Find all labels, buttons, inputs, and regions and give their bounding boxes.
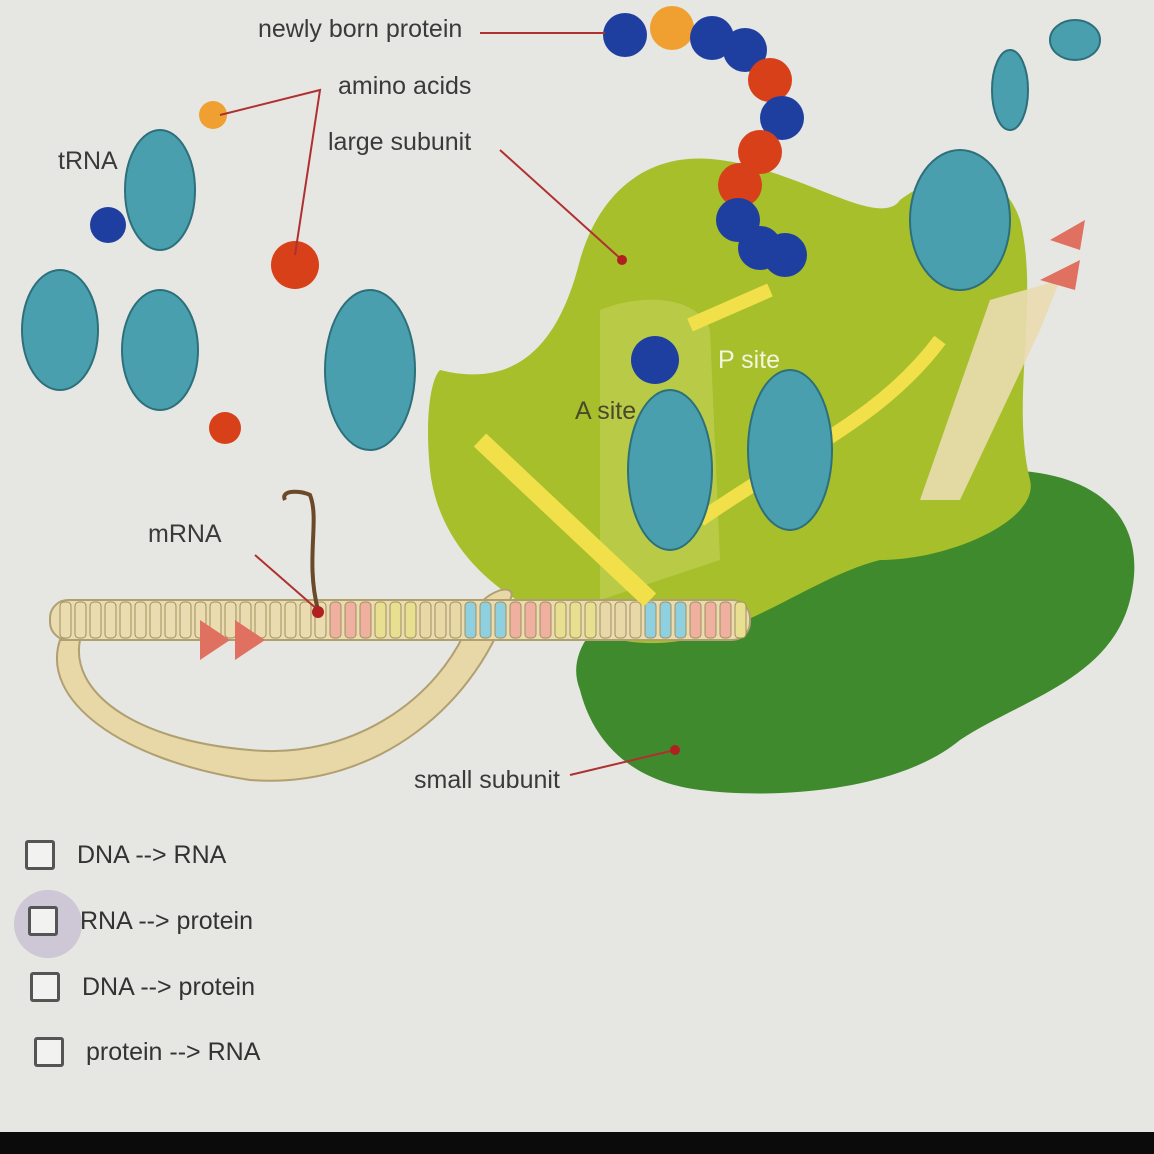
codon-base: [614, 601, 627, 639]
codon-base: [134, 601, 147, 639]
option-protein-rna[interactable]: protein --> RNA: [34, 1037, 260, 1067]
label-amino-acids: amino acids: [338, 72, 472, 100]
option-dna-protein[interactable]: DNA --> protein: [30, 972, 255, 1002]
codon-base: [599, 601, 612, 639]
codon-base: [329, 601, 342, 639]
screen-bezel: [0, 1132, 1154, 1154]
codon-base: [494, 601, 507, 639]
codon-base: [254, 601, 267, 639]
codon-base: [269, 601, 282, 639]
option-rna-protein[interactable]: RNA --> protein: [14, 890, 253, 958]
codon-base: [224, 601, 237, 639]
codon-base: [59, 601, 72, 639]
translation-diagram: [21, 6, 1135, 794]
trna-molecules: [21, 19, 1101, 551]
label-mrna: mRNA: [148, 520, 222, 548]
codon-base: [359, 601, 372, 639]
protein-chain: [603, 6, 807, 277]
codon-base: [539, 601, 552, 639]
option-label: RNA --> protein: [80, 906, 253, 935]
codon-base: [434, 601, 447, 639]
amino-acid: [718, 163, 762, 207]
codon-base: [344, 601, 357, 639]
codon-base: [719, 601, 732, 639]
codon-base: [569, 601, 582, 639]
label-p-site: P site: [718, 346, 781, 374]
label-large-subunit: large subunit: [328, 128, 472, 156]
amino-acid: [760, 96, 804, 140]
trna-exit-arrow: [695, 335, 946, 526]
checkbox[interactable]: [25, 840, 55, 870]
amino-acid: [690, 16, 734, 60]
codon-base: [674, 601, 687, 639]
checkbox[interactable]: [34, 1037, 64, 1067]
codon-base: [554, 601, 567, 639]
checkbox[interactable]: [28, 906, 58, 936]
amino-acid: [650, 6, 694, 50]
amino-acid: [738, 130, 782, 174]
amino-acid: [603, 13, 647, 57]
mrna-strand: [55, 588, 513, 782]
codon-base: [419, 601, 432, 639]
codon-base: [374, 601, 387, 639]
label-newly-born-protein: newly born protein: [258, 15, 463, 43]
codon-base: [179, 601, 192, 639]
codon-base: [299, 601, 312, 639]
codon-base: [404, 601, 417, 639]
amino-acid: [723, 28, 767, 72]
label-small-subunit: small subunit: [414, 766, 560, 794]
codon-base: [464, 601, 477, 639]
codon-base: [164, 601, 177, 639]
codon-base: [509, 601, 522, 639]
codon-base: [704, 601, 717, 639]
option-label: DNA --> protein: [82, 972, 255, 1001]
codon-base: [449, 601, 462, 639]
trna-entry-arrow: [473, 433, 657, 607]
option-dna-rna[interactable]: DNA --> RNA: [25, 840, 226, 870]
codon-base: [104, 601, 117, 639]
mrna-codons: [59, 601, 747, 639]
codon-base: [479, 601, 492, 639]
codon-base: [389, 601, 402, 639]
codon-base: [524, 601, 537, 639]
codon-base: [689, 601, 702, 639]
codon-base: [284, 601, 297, 639]
codon-base: [584, 601, 597, 639]
option-label: protein --> RNA: [86, 1037, 261, 1066]
option-label: DNA --> RNA: [77, 840, 227, 869]
codon-base: [629, 601, 642, 639]
codon-base: [74, 601, 87, 639]
amino-acid: [763, 233, 807, 277]
codon-base: [734, 601, 747, 639]
codon-base: [659, 601, 672, 639]
amino-acid: [748, 58, 792, 102]
label-trna: tRNA: [58, 147, 118, 175]
codon-base: [89, 601, 102, 639]
small-subunit-shape: [576, 470, 1135, 794]
codon-base: [149, 601, 162, 639]
codon-base: [644, 601, 657, 639]
checkbox[interactable]: [30, 972, 60, 1002]
label-a-site: A site: [575, 397, 637, 425]
codon-base: [119, 601, 132, 639]
